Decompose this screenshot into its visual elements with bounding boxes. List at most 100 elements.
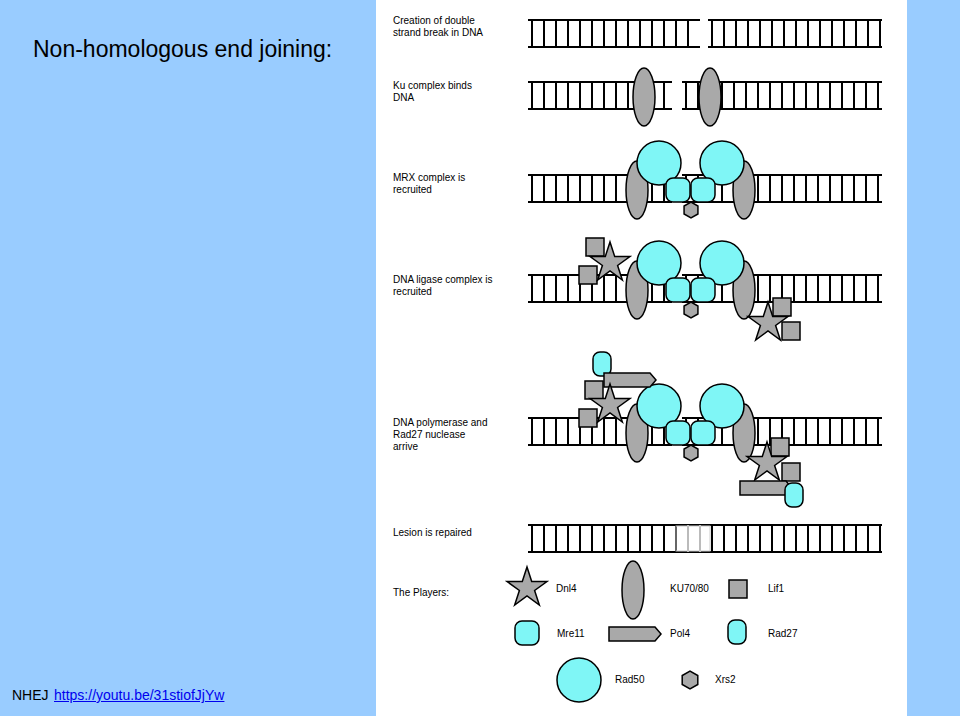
- rad50-protein: [557, 658, 601, 702]
- lif1-protein: [773, 298, 791, 316]
- dna-ladder: [682, 175, 882, 202]
- base-pair-rung: [841, 175, 843, 202]
- dna-ladder: [528, 20, 700, 47]
- legend-label: Dnl4: [556, 583, 577, 595]
- base-pair-rung: [663, 20, 665, 47]
- base-pair-rung: [567, 275, 569, 302]
- base-pair-rung: [555, 525, 557, 552]
- ku-protein: [699, 68, 721, 126]
- base-pair-rung: [579, 82, 581, 109]
- base-pair-rung: [615, 82, 617, 109]
- legend-label: Rad50: [615, 674, 644, 686]
- base-pair-rung: [651, 525, 653, 552]
- base-pair-rung: [615, 20, 617, 47]
- base-pair-rung: [603, 175, 605, 202]
- base-pair-rung: [555, 82, 557, 109]
- base-pair-rung: [829, 418, 831, 445]
- base-pair-rung: [615, 175, 617, 202]
- pol4-protein: [609, 627, 661, 641]
- base-pair-rung: [805, 82, 807, 109]
- base-pair-rung: [603, 20, 605, 47]
- base-pair-rung: [843, 20, 845, 47]
- base-pair-rung: [567, 82, 569, 109]
- base-pair-rung: [567, 175, 569, 202]
- ku-protein: [633, 68, 655, 126]
- base-pair-rung: [771, 20, 773, 47]
- lif1-protein: [586, 238, 604, 256]
- base-pair-rung: [531, 20, 533, 47]
- base-pair-rung: [591, 525, 593, 552]
- source-link: https://youtu.be/31stiofJjYw: [54, 687, 224, 704]
- base-pair-rung: [793, 418, 795, 445]
- base-pair-rung: [603, 525, 605, 552]
- base-pair-rung: [555, 175, 557, 202]
- base-pair-rung: [627, 525, 629, 552]
- mre11-protein: [666, 178, 690, 202]
- base-pair-rung: [531, 175, 533, 202]
- base-pair-rung: [567, 20, 569, 47]
- rad27-protein: [728, 620, 746, 644]
- dna-ladder: [528, 525, 882, 552]
- legend-label: Xrs2: [715, 674, 736, 686]
- base-pair-rung: [855, 525, 857, 552]
- base-pair-rung: [807, 525, 809, 552]
- dna-strand: [528, 46, 700, 48]
- pol4-protein: [604, 373, 656, 387]
- xrs2-protein: [684, 302, 698, 318]
- base-pair-rung: [793, 275, 795, 302]
- base-pair-rung: [829, 175, 831, 202]
- mre11-protein: [691, 178, 715, 202]
- base-pair-rung: [757, 418, 759, 445]
- base-pair-rung: [793, 175, 795, 202]
- dna-ladder: [708, 20, 882, 47]
- step-label: DNA ligase complex is recruited: [393, 274, 493, 298]
- mre11-protein: [691, 421, 715, 445]
- base-pair-rung: [853, 175, 855, 202]
- base-pair-rung: [771, 525, 773, 552]
- base-pair-rung: [543, 418, 545, 445]
- base-pair-rung: [663, 82, 665, 109]
- dnl4-protein: [748, 302, 788, 340]
- step-label: Ku complex binds DNA: [393, 80, 478, 104]
- base-pair-rung: [841, 82, 843, 109]
- lif1-protein: [782, 322, 800, 340]
- base-pair-rung: [865, 418, 867, 445]
- slide-title: Non-homologous end joining:: [33, 36, 332, 64]
- base-pair-rung: [817, 175, 819, 202]
- base-pair-rung: [757, 175, 759, 202]
- base-pair-rung: [829, 275, 831, 302]
- lif1-protein: [771, 438, 789, 456]
- mre11-protein: [666, 421, 690, 445]
- base-pair-rung: [783, 20, 785, 47]
- base-pair-rung: [567, 418, 569, 445]
- base-pair-rung: [531, 275, 533, 302]
- dnl4-protein: [590, 242, 630, 280]
- legend-label: KU70/80: [670, 583, 709, 595]
- xrs2-protein: [684, 202, 698, 218]
- base-pair-rung: [783, 525, 785, 552]
- base-pair-rung: [877, 82, 879, 109]
- base-pair-rung: [579, 525, 581, 552]
- legend-heading: The Players:: [393, 587, 503, 599]
- base-pair-rung: [807, 20, 809, 47]
- base-pair-rung: [579, 175, 581, 202]
- base-pair-rung: [877, 275, 879, 302]
- base-pair-rung: [603, 418, 605, 445]
- base-pair-rung: [735, 20, 737, 47]
- base-pair-rung: [687, 20, 689, 47]
- base-pair-rung: [831, 20, 833, 47]
- dnl4-protein: [507, 567, 547, 605]
- lif1-protein: [585, 381, 603, 399]
- base-pair-rung: [805, 275, 807, 302]
- mre11-protein: [515, 621, 539, 645]
- base-pair-rung: [543, 175, 545, 202]
- dna-strand: [528, 19, 700, 21]
- base-pair-rung: [711, 20, 713, 47]
- base-pair-rung: [615, 275, 617, 302]
- base-pair-rung: [841, 418, 843, 445]
- legend-label: Rad27: [768, 628, 797, 640]
- base-pair-rung: [855, 20, 857, 47]
- base-pair-rung: [795, 525, 797, 552]
- step-label: Creation of double strand break in DNA: [393, 15, 488, 39]
